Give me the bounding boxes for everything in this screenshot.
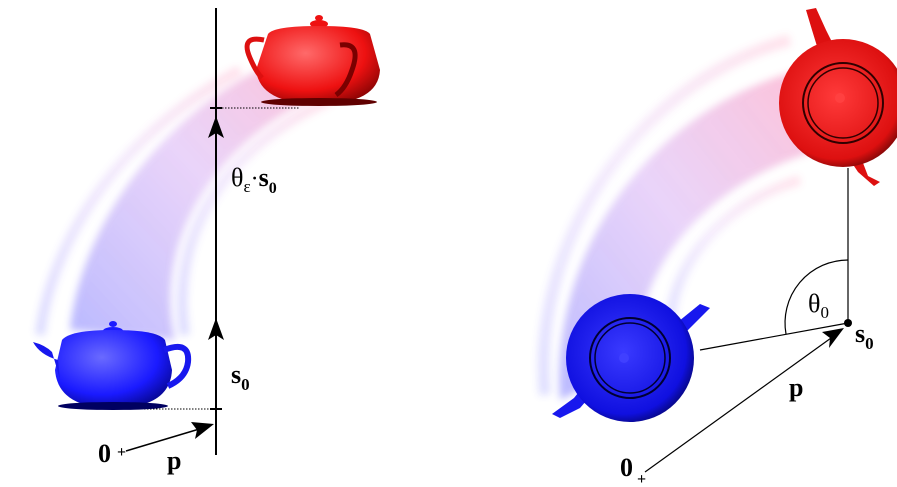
left-origin-marker: + (117, 444, 126, 461)
right-theta0-label: θ0 (808, 289, 829, 322)
blue-teapot-icon (552, 294, 710, 422)
left-p-arrowhead (191, 422, 214, 439)
right-p-vector (644, 332, 839, 473)
red-teapot-icon (779, 8, 897, 186)
left-origin-label: 0 (98, 439, 111, 468)
right-origin-label: 0 (620, 453, 633, 482)
left-upper-arrowhead (208, 116, 224, 138)
right-panel: + θ0 s0 p 0 (537, 8, 897, 487)
left-theta-epsilon-label: θε·s0 (231, 163, 277, 197)
left-panel: + θε·s0 s0 0 p (33, 8, 380, 475)
right-radius-line (699, 322, 849, 351)
left-p-label: p (167, 446, 181, 475)
right-p-label: p (789, 373, 803, 402)
right-s0-point (844, 319, 852, 327)
right-p-arrowhead (822, 328, 844, 348)
left-s0-label: s0 (231, 360, 250, 394)
right-origin-marker: + (637, 471, 646, 487)
right-theta-arc (784, 259, 849, 335)
left-p-vector (125, 426, 207, 452)
red-teapot-icon (244, 15, 380, 106)
left-lower-arrowhead (208, 318, 224, 340)
blue-teapot-icon (33, 321, 192, 410)
left-motion-trail (35, 60, 333, 340)
right-s0-label: s0 (855, 319, 874, 353)
